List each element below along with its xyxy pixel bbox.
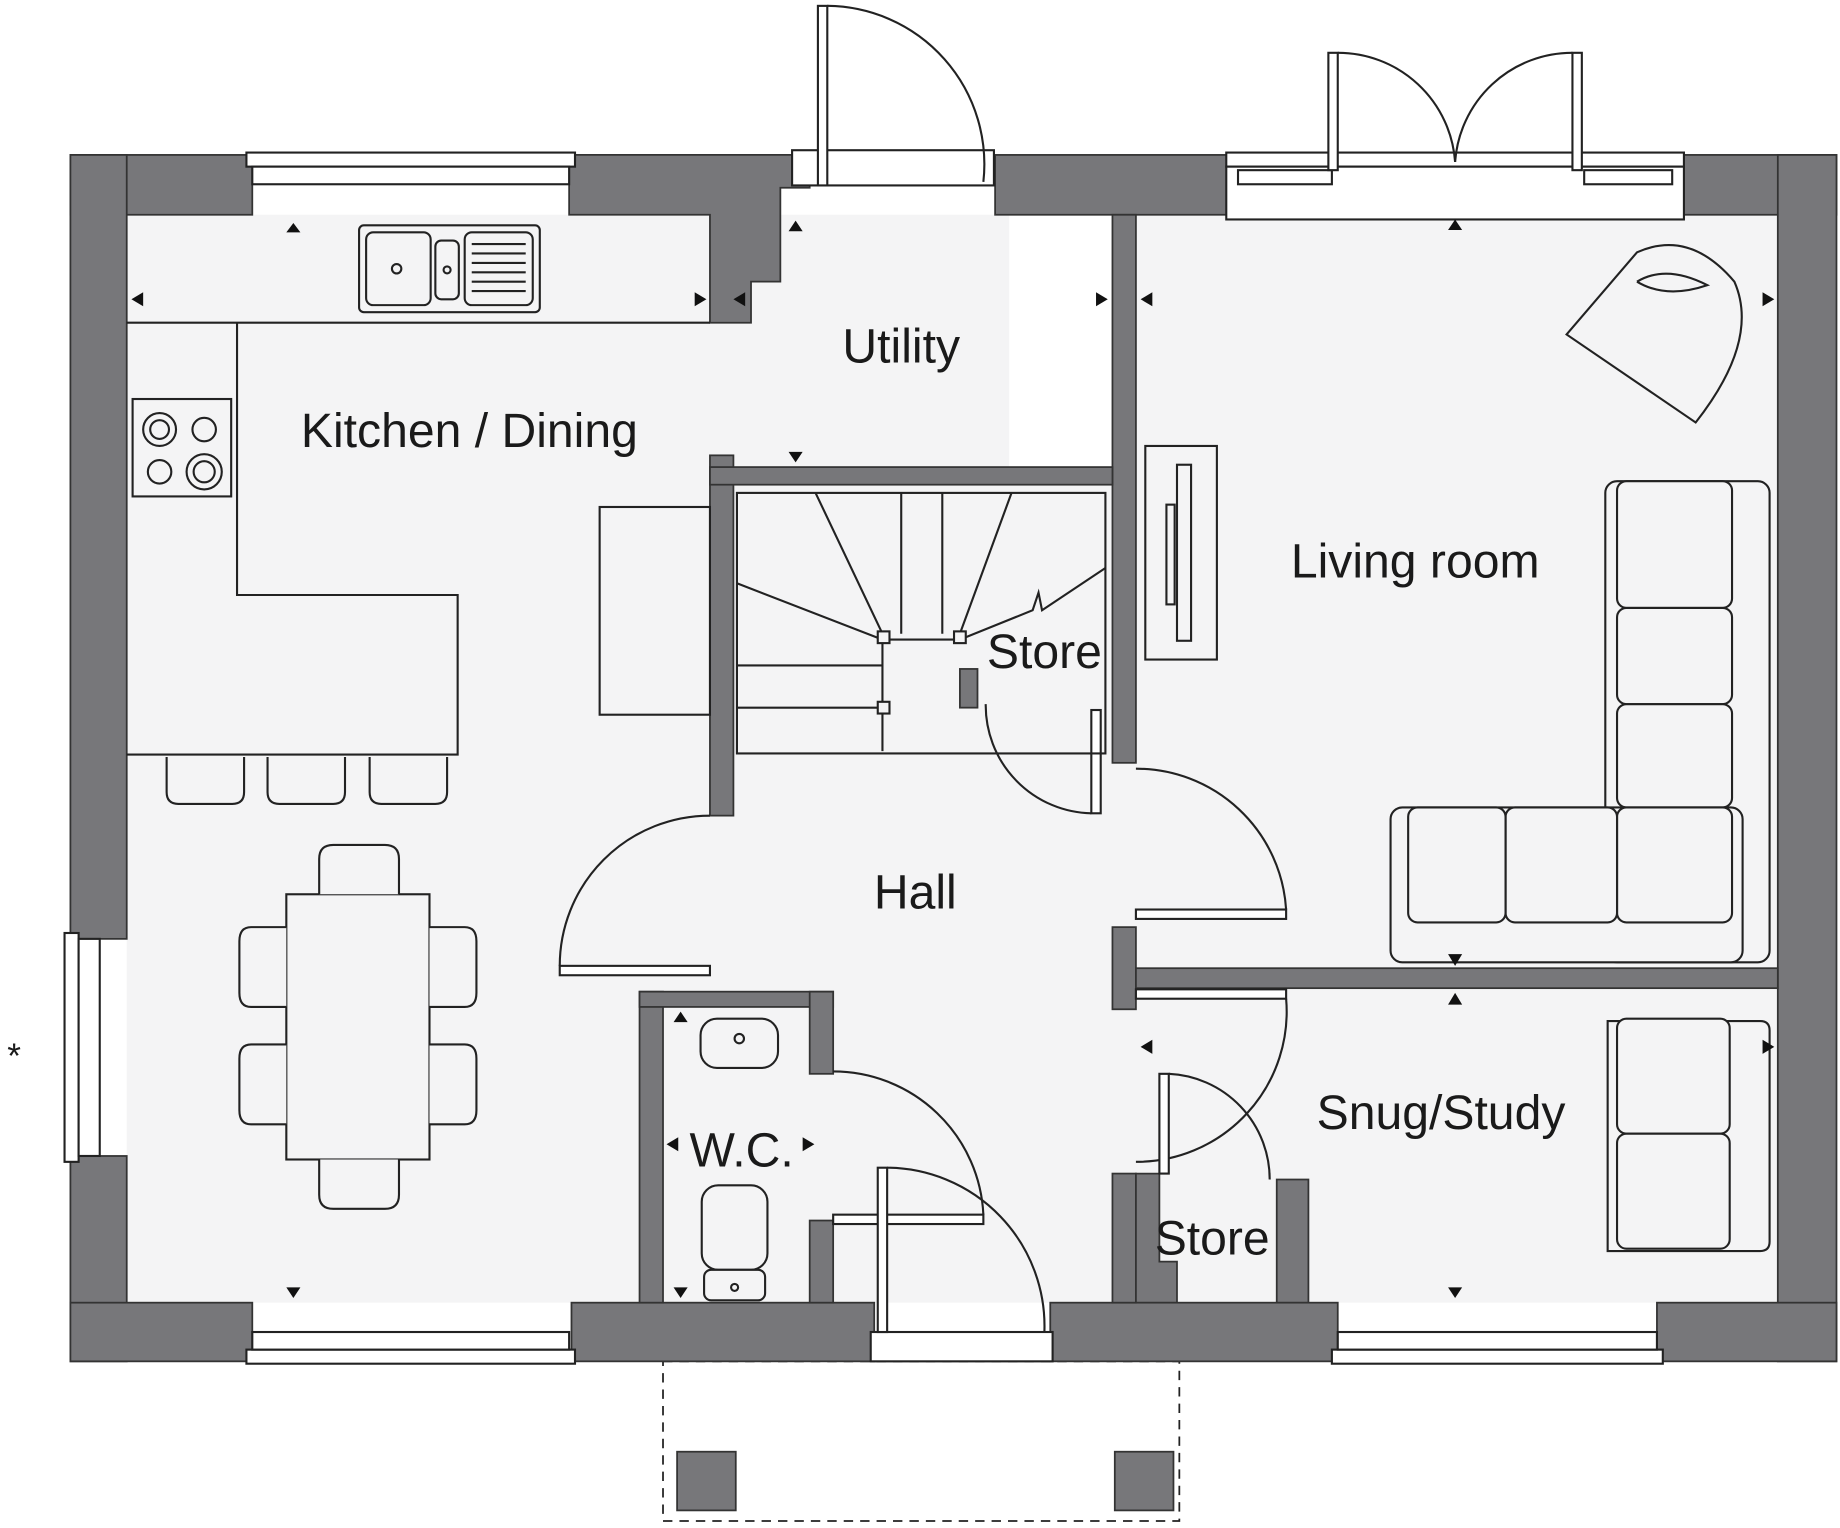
hob-icon	[131, 397, 233, 498]
bar-stools	[165, 756, 449, 805]
room-label-kitchen-dining: Kitchen / Dining	[301, 404, 638, 458]
toilet-icon	[700, 1184, 769, 1271]
porch-canopy-outline	[662, 1360, 1181, 1522]
porch-post	[1113, 1450, 1175, 1512]
room-label-hall: Hall	[874, 865, 957, 919]
room-label-store-2: Store	[1155, 1212, 1270, 1266]
room-label-wc: W.C.	[690, 1124, 794, 1178]
porch-post	[676, 1450, 737, 1512]
room-label-snug-study: Snug/Study	[1317, 1086, 1566, 1140]
doors	[558, 4, 1583, 1334]
walls	[69, 154, 1838, 1363]
windows	[63, 149, 1685, 1365]
room-label-utility: Utility	[842, 320, 960, 374]
kitchen-fittings	[126, 224, 712, 1210]
dining-table	[285, 893, 431, 1161]
footnote-asterisk: *	[7, 1037, 21, 1076]
room-label-living-room: Living room	[1291, 534, 1540, 588]
armchair-icon	[1565, 244, 1743, 424]
dining-chairs	[238, 843, 478, 1210]
dimension-markers	[131, 219, 1775, 1298]
staircase	[735, 491, 1107, 755]
wc-fittings	[699, 1017, 780, 1302]
room-label-store: Store	[987, 625, 1102, 679]
living-furniture	[1144, 244, 1771, 1253]
